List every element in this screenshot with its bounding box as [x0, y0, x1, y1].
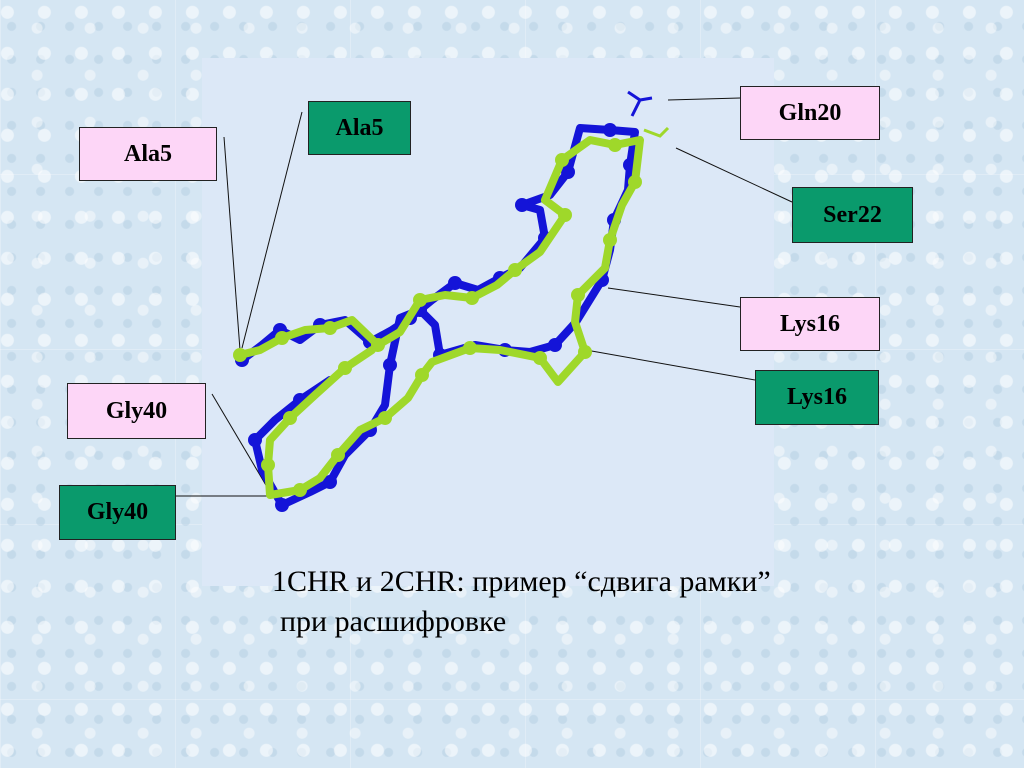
chain-green-atom — [555, 153, 569, 167]
chain-green-atom — [463, 341, 477, 355]
callout-line-ala5-pink — [223, 136, 241, 351]
chain-green-atom — [371, 338, 385, 352]
chain-green-atom — [331, 448, 345, 462]
chain-green-atom — [275, 331, 289, 345]
chain-blue-atom — [248, 433, 262, 447]
slide-caption: 1CHR и 2CHR: пример “сдвига рамки” при р… — [272, 562, 992, 642]
chain-blue-atom — [383, 358, 397, 372]
label-lys16-pink: Lys16 — [740, 297, 880, 351]
label-gly40-green: Gly40 — [59, 485, 176, 540]
caption-line-1: 1CHR и 2CHR: пример “сдвига рамки” — [272, 565, 771, 598]
label-gly40-pink: Gly40 — [67, 383, 206, 439]
label-ala5-green: Ala5 — [308, 101, 411, 155]
chain-green — [233, 136, 644, 499]
chain-green-atom — [283, 411, 297, 425]
side-chain-gln20 — [627, 90, 670, 138]
chain-green-atom — [323, 321, 337, 335]
callout-line-lys16-green — [585, 349, 756, 381]
chain-green-atom — [413, 293, 427, 307]
chain-green-atom — [628, 175, 642, 189]
callout-lines — [176, 97, 793, 497]
chain-green-backbone — [236, 136, 644, 499]
chain-green-atom — [608, 138, 622, 152]
chain-green-atom — [293, 483, 307, 497]
chain-green-atom — [533, 351, 547, 365]
callout-line-ala5-green — [241, 111, 303, 349]
callout-line-gly40-pink — [211, 393, 271, 493]
label-lys16-green: Lys16 — [755, 370, 879, 425]
chain-green-atom — [261, 458, 275, 472]
chain-green-atom — [338, 361, 352, 375]
chain-green-atom — [233, 348, 247, 362]
chain-blue-atom — [603, 123, 617, 137]
chain-blue-atom — [448, 276, 462, 290]
chain-blue-atom — [515, 198, 529, 212]
chain-blue-atom — [275, 498, 289, 512]
chain-green-atom — [578, 345, 592, 359]
chain-green-atom — [378, 411, 392, 425]
label-gln20-pink: Gln20 — [740, 86, 880, 140]
chain-green-atom — [571, 288, 585, 302]
chain-green-atom — [603, 233, 617, 247]
chain-green-atom — [508, 263, 522, 277]
callout-line-gln20 — [667, 97, 741, 101]
side-chain-ser22-green — [643, 126, 670, 138]
caption-line-2: при расшифровке — [280, 605, 507, 638]
chain-blue-atom — [323, 475, 337, 489]
callout-line-ser22 — [675, 147, 793, 203]
label-ser22-green: Ser22 — [792, 187, 913, 243]
chain-green-atom — [415, 368, 429, 382]
chain-green-atom — [558, 208, 572, 222]
label-ala5-pink: Ala5 — [79, 127, 217, 181]
callout-line-lys16-pink — [607, 287, 741, 308]
side-chain-gln20-blue — [627, 90, 653, 117]
chain-blue-atom — [548, 338, 562, 352]
chain-blue-atom — [561, 165, 575, 179]
chain-green-atom — [465, 291, 479, 305]
